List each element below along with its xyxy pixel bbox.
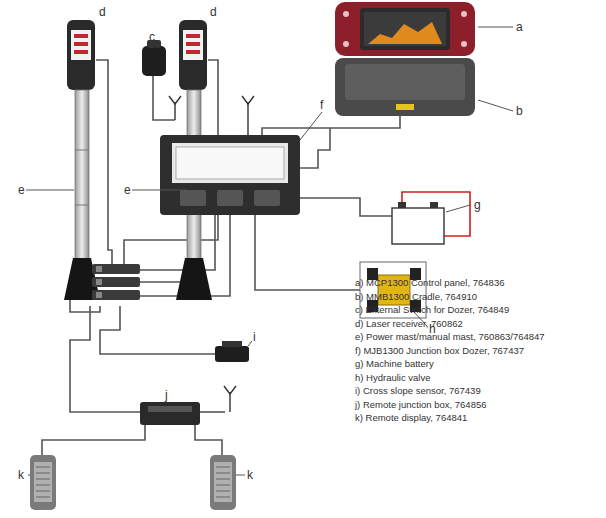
remote-junction-box: [140, 402, 200, 425]
callout-letter: g: [474, 198, 481, 212]
laser-receiver: [67, 20, 207, 90]
external-switch: [142, 40, 166, 76]
callout-letter: j: [165, 388, 168, 402]
legend-text: d) Laser receiver, 760862: [355, 317, 553, 331]
legend-text: j) Remote junction box, 764856: [355, 398, 553, 412]
legend-text: g) Machine battery: [355, 357, 553, 371]
callout-letter: a: [516, 20, 523, 34]
callout-letter: d: [99, 5, 106, 19]
control-panel: [335, 2, 475, 56]
callout-letter: h: [429, 322, 436, 336]
callout-letter: e: [18, 183, 25, 197]
junction-box: [160, 135, 300, 215]
remote-display: [30, 455, 236, 510]
callout-letter: e: [124, 183, 131, 197]
legend-text: c) External Switch for Dozer, 764849: [355, 303, 553, 317]
cradle: [335, 58, 475, 116]
legend-text: f) MJB1300 Junction box Dozer, 767437: [355, 344, 553, 358]
battery: [392, 192, 470, 244]
callout-letter: k: [247, 468, 253, 482]
legend-text: a) MCP1300 Control panel, 764836: [355, 276, 553, 290]
callout-letter: b: [516, 104, 523, 118]
legend-list: a) MCP1300 Control panel, 764836b) MMB13…: [355, 276, 553, 425]
cross-slope-sensor: [215, 341, 249, 362]
callout-letter: i: [253, 330, 256, 344]
legend-text: e) Power mast/manual mast, 760863/764847: [355, 330, 553, 344]
legend-text: k) Remote display, 764841: [355, 411, 553, 425]
legend-text: i) Cross slope sensor, 767439: [355, 384, 553, 398]
mast: [64, 90, 212, 300]
callout-letter: f: [320, 98, 323, 112]
legend-text: h) Hydraulic valve: [355, 371, 553, 385]
callout-letter: d: [210, 5, 217, 19]
callout-letter: c: [149, 30, 155, 44]
callout-letter: k: [18, 468, 24, 482]
legend-text: b) MMB1300 Cradle, 764910: [355, 290, 553, 304]
